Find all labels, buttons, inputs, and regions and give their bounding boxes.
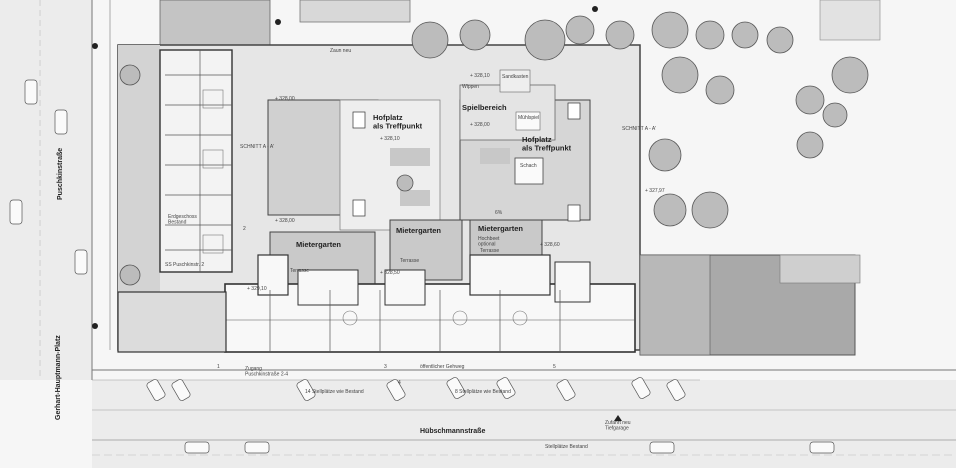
entrance-number: 3	[384, 364, 387, 370]
planter	[390, 148, 430, 166]
label-spielbereich: Spielbereich	[462, 103, 507, 112]
label-stellplaetze-2: 8 Stellplätze wie Bestand	[455, 389, 511, 395]
planter	[400, 190, 430, 206]
entrance-arrow-icon	[614, 415, 622, 421]
parked-cars	[9, 79, 835, 454]
label-muehlspiel: Mühlspiel	[518, 115, 539, 121]
label-terrasse-2: Terrasse	[400, 258, 419, 264]
label-schach: Schach	[520, 163, 537, 169]
entrance-number: 2	[243, 226, 246, 232]
sandkasten	[499, 69, 531, 93]
bench	[567, 204, 581, 222]
label-percent: 6%	[495, 210, 503, 216]
section-marker-icon	[275, 19, 281, 25]
level-marker: + 329,10	[247, 286, 267, 292]
neighbour-building	[159, 0, 271, 46]
neighbour-building-east	[779, 254, 861, 284]
label-stellplaetze-3: Stellplätze Bestand	[545, 444, 588, 450]
label-sandkasten: Sandkasten	[502, 74, 529, 80]
section-marker-icon	[592, 6, 598, 12]
section-marker-icon	[92, 323, 98, 329]
level-marker: + 328,00	[470, 122, 490, 128]
trees	[119, 11, 869, 286]
level-marker: + 327,97	[645, 188, 665, 194]
neighbour-roof	[639, 254, 711, 356]
bench	[567, 102, 581, 120]
planter	[480, 148, 510, 164]
label-terrasse-3: Terrasse	[480, 248, 499, 254]
label-ss-puschkin: SS Puschkinstr. 2	[165, 262, 204, 268]
level-marker: + 328,00	[275, 218, 295, 224]
muehlspiel	[515, 111, 541, 131]
entrance-number: 5	[553, 364, 556, 370]
existing-building-corner	[117, 291, 227, 353]
label-mietergarten-3: Mietergarten	[478, 224, 523, 233]
label-mietergarten-1: Mietergarten	[296, 240, 341, 249]
label-oeffentlicher-gehweg: öffentlicher Gehweg	[420, 364, 465, 370]
label-zaun-neu: Zaun neu	[330, 48, 351, 54]
level-marker: + 328,00	[275, 96, 295, 102]
entrance-number: 4	[398, 380, 401, 386]
entrance-number: 1	[217, 364, 220, 370]
new-building-south	[224, 254, 636, 353]
label-schnitt-ost: SCHNITT A - A'	[622, 126, 656, 132]
green-area	[118, 45, 160, 295]
existing-building-west	[159, 49, 233, 273]
label-gerhart-hauptmann-platz: Gerhart-Hauptmann-Platz	[55, 335, 62, 420]
level-marker: + 328,10	[470, 73, 490, 79]
bench	[352, 199, 366, 217]
section-marker-icon	[92, 43, 98, 49]
level-marker: + 328,60	[540, 242, 560, 248]
label-huebschmannstrasse: Hübschmannstraße	[420, 428, 485, 435]
neighbour-building	[299, 0, 411, 23]
label-schnitt-west: SCHNITT A - A'	[240, 144, 274, 150]
neighbour-building	[819, 0, 881, 41]
huebschmannstrasse-road	[92, 380, 956, 468]
label-stellplaetze-1: 14 Stellplätze wie Bestand	[305, 389, 364, 395]
level-marker: + 328,10	[380, 136, 400, 142]
schach-board	[514, 157, 544, 185]
label-terrasse-1: Terrasse	[290, 268, 309, 274]
label-mietergarten-2: Mietergarten	[396, 226, 441, 235]
label-wippen: Wippen	[462, 84, 479, 90]
spielbereich-area	[459, 84, 556, 141]
bench	[352, 111, 366, 129]
puschkinstrasse-road	[0, 0, 92, 380]
level-marker: + 328,50	[380, 270, 400, 276]
label-puschkinstrasse: Puschkinstraße	[57, 148, 64, 200]
